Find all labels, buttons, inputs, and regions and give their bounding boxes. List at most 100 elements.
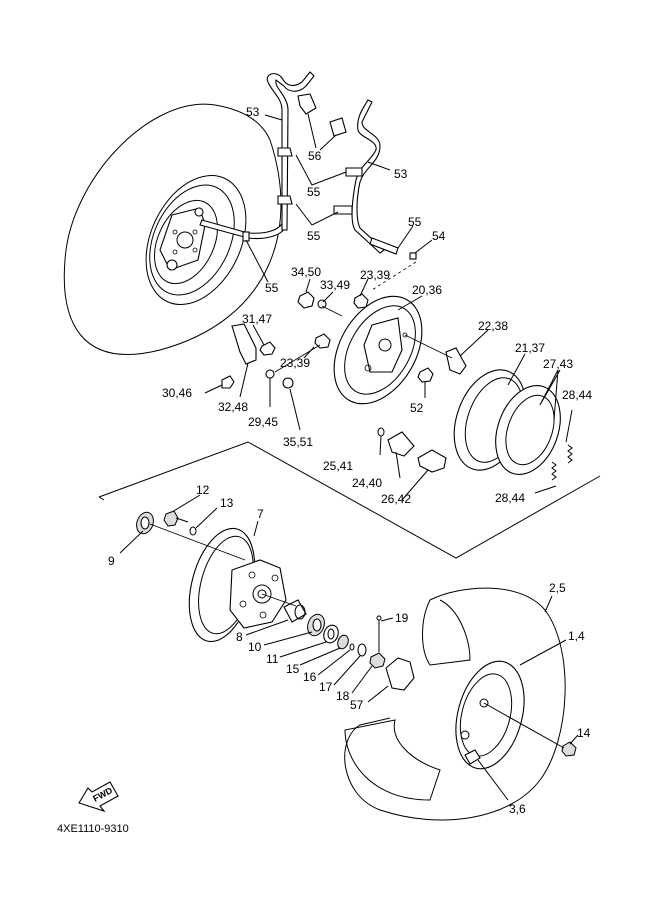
callout-54: 54: [432, 229, 446, 243]
wheel-stud-hole: [479, 698, 489, 708]
rear-wheel-assembly: [63, 103, 286, 355]
bracket-56: [297, 93, 317, 115]
seal-11: [323, 624, 339, 644]
leader-20-36: [397, 295, 423, 311]
bolt-12-shank: [175, 517, 189, 523]
plate-hole: [402, 332, 408, 338]
bracket-56: [329, 117, 347, 137]
bolt-12: [163, 510, 179, 527]
hub-bolt-hole: [239, 600, 247, 608]
spacer-8-end: [294, 604, 306, 620]
bolt-52: [417, 367, 434, 383]
callout-26-42: 26,42: [381, 492, 411, 506]
o-ring-13: [189, 526, 197, 536]
wheel-rim-mid: [149, 184, 235, 296]
callout-labels: 53 56 53 55 55 55 55 54 34,50 23,39 33,4…: [108, 105, 592, 816]
washer-33-49: [317, 299, 327, 309]
clamp-55: [333, 205, 353, 215]
assembly-bracket: [98, 441, 601, 559]
axis-line-spacer: [261, 593, 297, 607]
callout-2-5: 2,5: [549, 581, 566, 595]
clip-29-45: [265, 369, 275, 379]
callout-23-39: 23,39: [280, 356, 310, 370]
callout-35-51: 35,51: [283, 435, 313, 449]
callout-9: 9: [108, 554, 115, 568]
leader-15: [299, 647, 341, 666]
diagram-code: 4XE1110-9310: [57, 823, 129, 835]
leader-14: [569, 734, 579, 745]
callout-56: 56: [308, 149, 322, 163]
hub-bolt-hole: [248, 571, 256, 579]
leader-54: [414, 239, 433, 254]
callout-55: 55: [408, 215, 422, 229]
cable-clip-54: [409, 252, 417, 260]
leader-19: [380, 617, 394, 622]
bolt-hole: [192, 247, 198, 253]
leader-57: [367, 685, 389, 703]
cam-plate: [363, 317, 403, 373]
cable-53-right: [351, 99, 385, 254]
hub-bolt-hole: [259, 611, 267, 619]
hub-bolt-hole: [271, 574, 279, 582]
fwd-arrow-icon: [78, 781, 119, 813]
leader-28-44b: [534, 485, 557, 494]
hub-axle: [257, 589, 267, 599]
callout-23-39: 23,39: [360, 268, 390, 282]
tire-upper-half: [422, 599, 471, 666]
callout-53: 53: [394, 167, 408, 181]
leader-1-4: [519, 639, 567, 666]
washer-35-51: [282, 377, 294, 389]
bolt-hole: [172, 249, 178, 255]
hub-center: [176, 231, 194, 249]
callout-16: 16: [303, 670, 317, 684]
wheel-rim-inner: [154, 199, 218, 285]
leader-55d: [397, 225, 414, 249]
callout-19: 19: [395, 611, 409, 625]
cable-53-left: [266, 71, 315, 231]
callout-57: 57: [350, 698, 364, 712]
hub-assembly: [136, 510, 415, 691]
leader-11: [279, 641, 327, 658]
valve-3-6: [464, 749, 481, 765]
callout-25-41: 25,41: [323, 459, 353, 473]
callout-55: 55: [307, 185, 321, 199]
callout-11: 11: [266, 652, 279, 666]
leader-1-4-axle: [483, 702, 565, 749]
cap-57: [385, 657, 415, 691]
leader-24-40: [395, 451, 401, 479]
leader-25-41: [379, 435, 382, 456]
leader-23-39b: [303, 346, 315, 359]
cotter-pin-19-head: [376, 615, 382, 621]
spring-28-44-upper: [567, 444, 573, 464]
axis-line-washer: [321, 305, 343, 317]
nut-14: [561, 741, 577, 757]
bolt-hole: [172, 229, 178, 235]
leader-27-43: [539, 369, 561, 421]
callout-52: 52: [410, 401, 424, 415]
hub-center: [252, 584, 272, 604]
collar-15: [337, 634, 349, 650]
cable-adjuster-55: [369, 237, 399, 255]
callout-55: 55: [265, 281, 279, 295]
bolt-23-39-upper: [353, 293, 369, 309]
callout-12: 12: [196, 483, 210, 497]
callout-17: 17: [319, 680, 333, 694]
callout-7: 7: [257, 507, 264, 521]
leader-12: [171, 494, 201, 513]
brake-backing-plate-inner: [344, 305, 416, 395]
callout-30-46: 30,46: [162, 386, 192, 400]
leader-10: [263, 631, 313, 646]
callout-34-50: 34,50: [291, 265, 321, 279]
callout-29-45: 29,45: [248, 415, 278, 429]
leader-23-39a: [359, 278, 369, 297]
leader-35-51: [289, 388, 301, 431]
leader-17: [333, 655, 361, 686]
front-wheel-assembly: [344, 587, 577, 821]
leader-3-6: [477, 759, 509, 801]
callout-53: 53: [246, 105, 260, 119]
callout-24-40: 24,40: [352, 476, 382, 490]
callout-32-48: 32,48: [218, 400, 248, 414]
leader-7: [253, 520, 259, 537]
callout-13: 13: [220, 496, 234, 510]
